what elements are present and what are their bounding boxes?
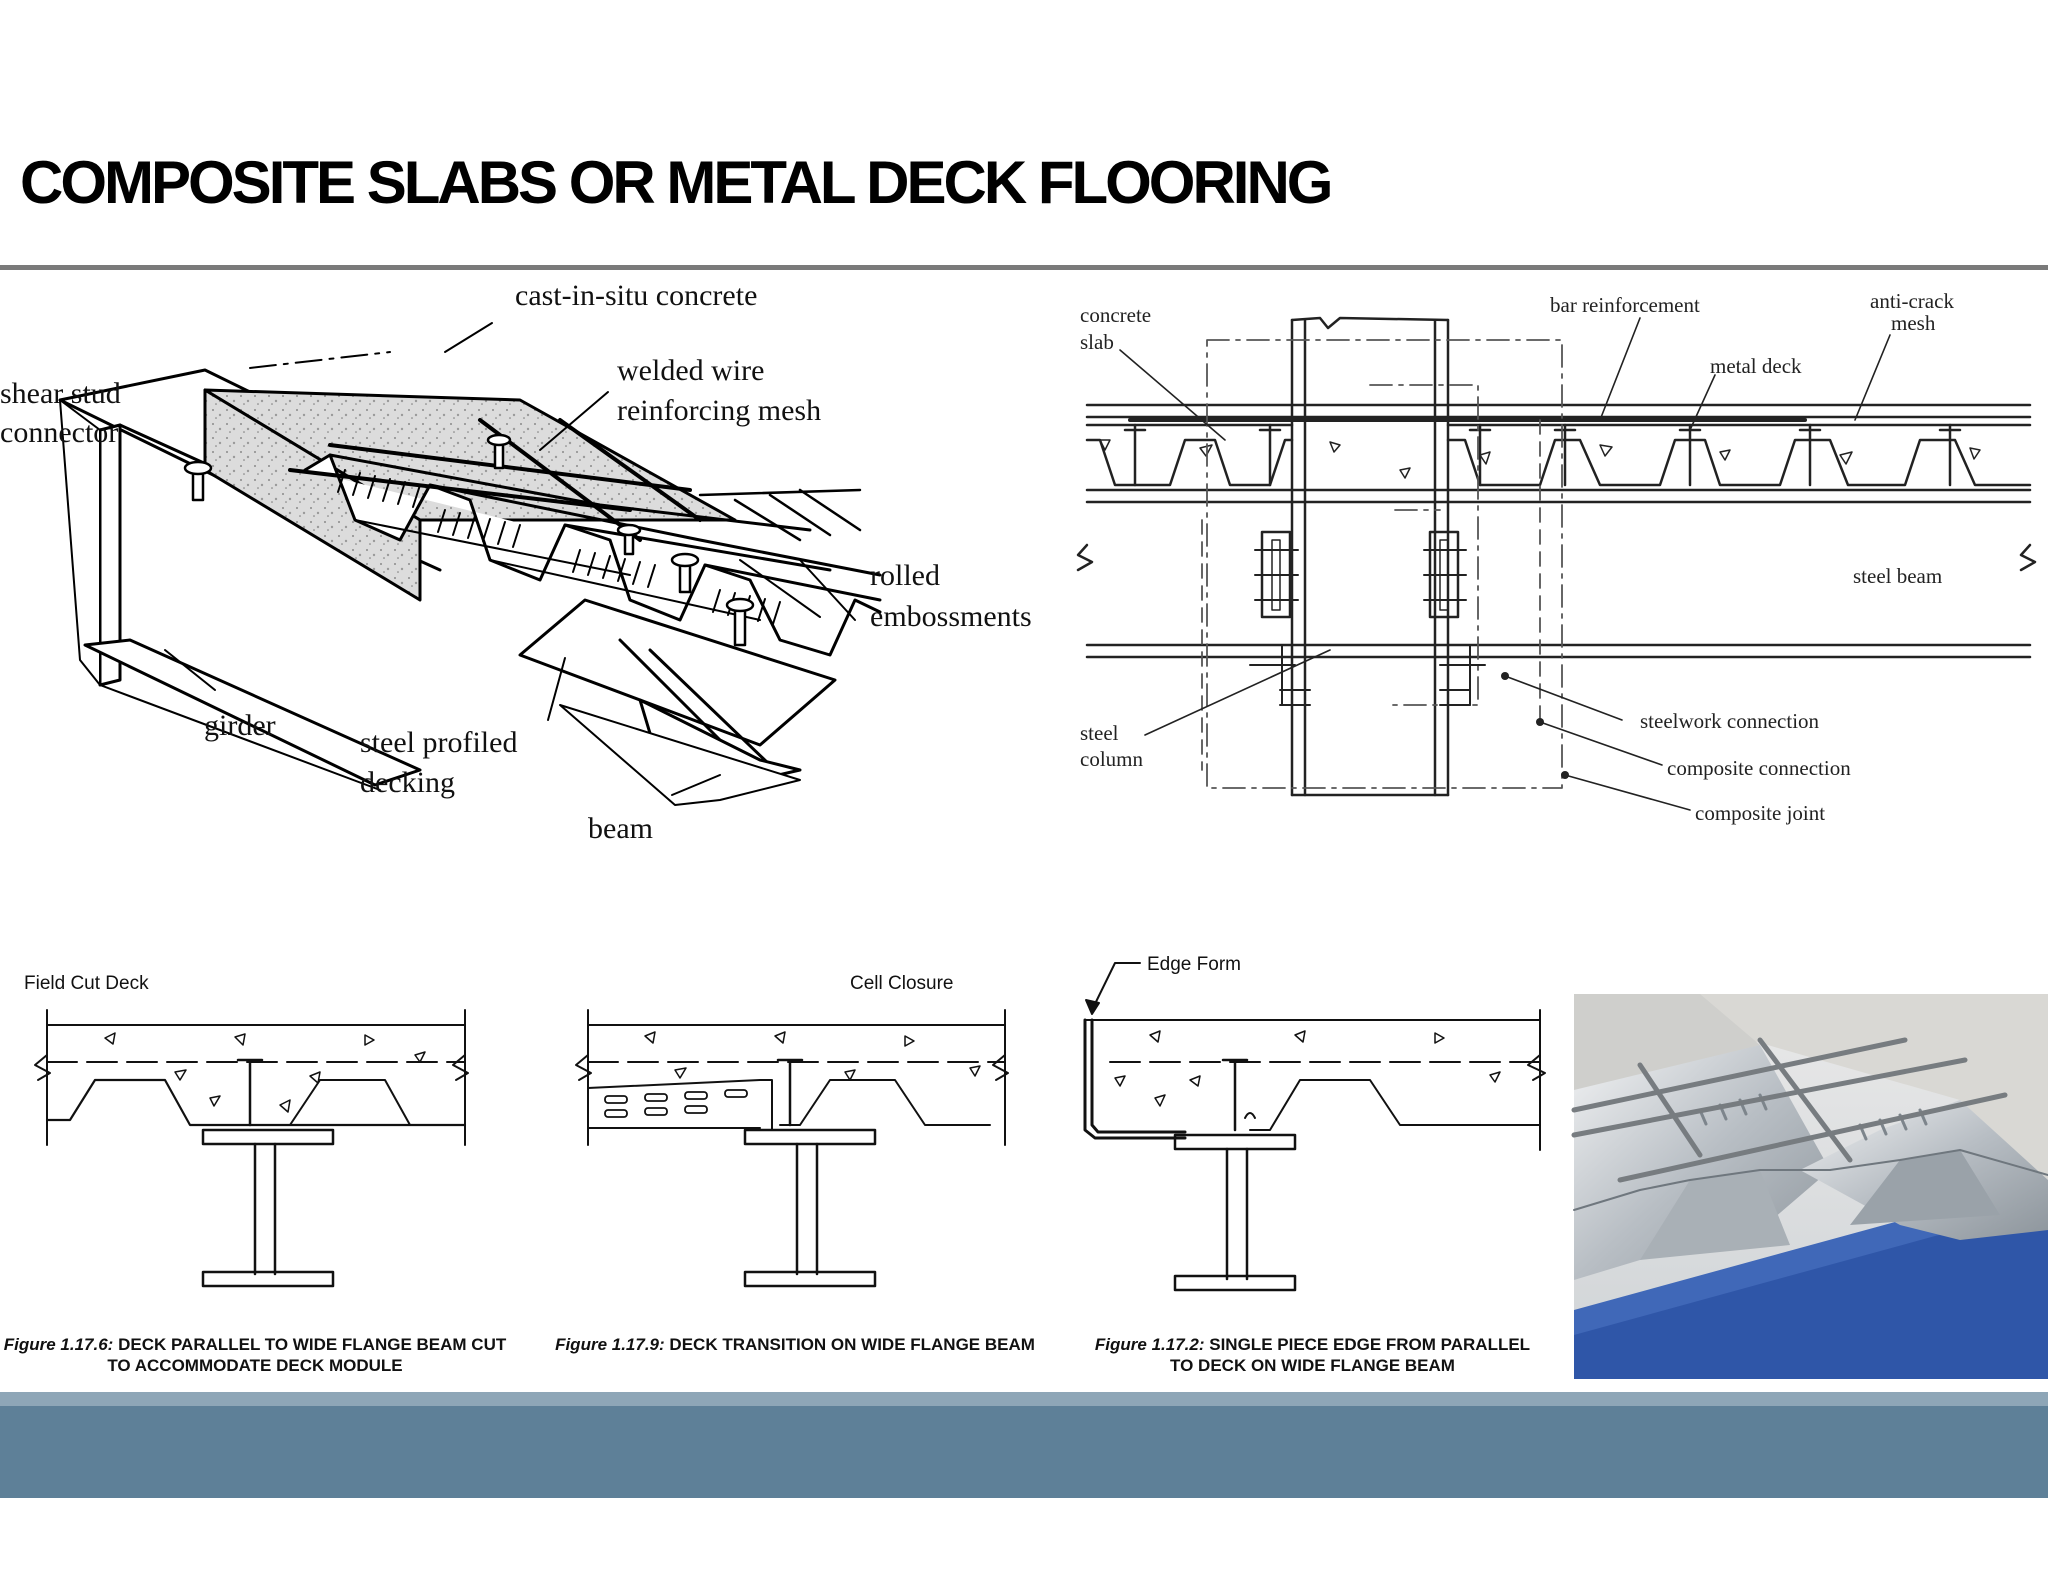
label-welded-wire-2: reinforcing mesh: [617, 394, 821, 427]
label-welded-wire-1: welded wire: [617, 354, 764, 387]
label-beam: beam: [588, 812, 653, 845]
caption-text-line-1: SINGLE PIECE EDGE FROM PARALLEL: [1209, 1335, 1531, 1354]
isometric-composite-slab-drawing: [58, 322, 882, 806]
caption-figure-1-17-6: Figure 1.17.6: DECK PARALLEL TO WIDE FLA…: [0, 1334, 510, 1376]
caption-figure-number: Figure 1.17.6:: [3, 1335, 114, 1354]
slide-title: COMPOSITE SLABS OR METAL DECK FLOORING: [20, 149, 1333, 216]
label-steel-column-2: column: [1080, 747, 1143, 771]
label-concrete-slab-1: concrete: [1080, 303, 1151, 327]
label-girder: girder: [204, 709, 276, 742]
footer-accent-strip: [0, 1392, 2048, 1406]
label-edge-form: Edge Form: [1147, 954, 1241, 975]
title-divider: [0, 265, 2048, 270]
label-steel-beam: steel beam: [1853, 564, 1942, 588]
caption-text-line-2: TO ACCOMMODATE DECK MODULE: [107, 1356, 403, 1375]
label-steel-column-1: steel: [1080, 721, 1119, 745]
detail-labels: Field Cut Deck Cell Closure Edge Form: [24, 954, 1241, 994]
label-composite-joint: composite joint: [1695, 801, 1825, 825]
label-steel-profiled-2: decking: [360, 766, 455, 799]
joint-section-drawing: [1076, 316, 2037, 811]
label-anti-crack-1: anti-crack: [1870, 289, 1954, 313]
label-bar-reinforcement: bar reinforcement: [1550, 293, 1700, 317]
caption-text-line-1: DECK TRANSITION ON WIDE FLANGE BEAM: [669, 1335, 1035, 1354]
label-shear-stud-1: shear stud: [0, 377, 121, 410]
label-steelwork-connection: steelwork connection: [1640, 709, 1820, 733]
isometric-labels: cast-in-situ concrete shear stud connect…: [0, 279, 1032, 845]
detail-edge-form: [1083, 962, 1546, 1292]
label-concrete-slab-2: slab: [1080, 330, 1114, 354]
joint-labels: concrete slab bar reinforcement anti-cra…: [1080, 289, 1954, 825]
label-cell-closure: Cell Closure: [850, 973, 953, 994]
label-composite-connection: composite connection: [1667, 756, 1851, 780]
caption-figure-number: Figure 1.17.2:: [1094, 1335, 1205, 1354]
caption-text-line-1: DECK PARALLEL TO WIDE FLANGE BEAM CUT: [118, 1335, 507, 1354]
label-shear-stud-2: connector: [0, 416, 118, 449]
label-field-cut-deck: Field Cut Deck: [24, 973, 149, 994]
label-anti-crack-2: mesh: [1891, 311, 1936, 335]
caption-figure-1-17-9: Figure 1.17.9: DECK TRANSITION ON WIDE F…: [555, 1334, 1035, 1355]
caption-text-line-2: TO DECK ON WIDE FLANGE BEAM: [1170, 1356, 1455, 1375]
label-rolled-2: embossments: [870, 600, 1032, 633]
label-cast-in-situ-concrete: cast-in-situ concrete: [515, 279, 757, 312]
label-metal-deck: metal deck: [1710, 354, 1802, 378]
detail-field-cut-deck: [34, 1009, 469, 1288]
caption-figure-number: Figure 1.17.9:: [555, 1335, 665, 1354]
detail-cell-closure: [575, 1009, 1009, 1288]
caption-figure-1-17-2: Figure 1.17.2: SINGLE PIECE EDGE FROM PA…: [1075, 1334, 1550, 1376]
footer-band: [0, 1406, 2048, 1498]
label-rolled-1: rolled: [870, 559, 940, 592]
metal-deck-photo: [1571, 994, 2048, 1379]
label-steel-profiled-1: steel profiled: [360, 726, 517, 759]
